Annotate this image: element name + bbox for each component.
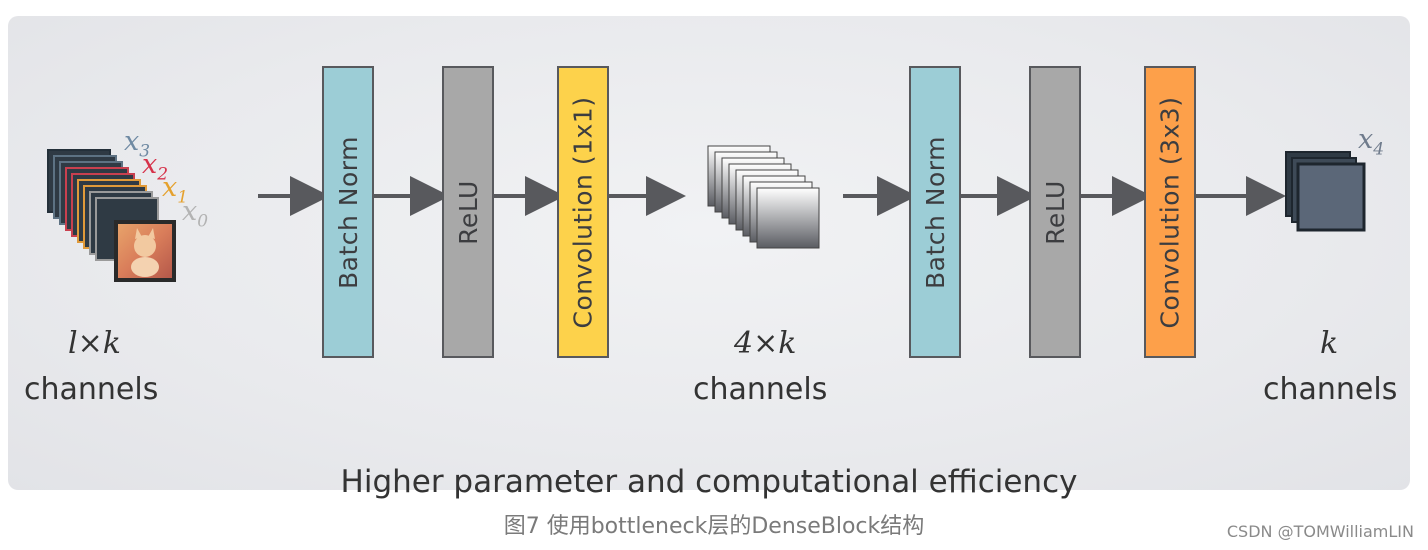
conv-3x3-layer: Convolution (3x3) [1144,66,1196,358]
relu-layer-1: ReLU [442,66,494,358]
input-label-x1: x1 [162,172,189,208]
figure-caption: 图7 使用bottleneck层的DenseBlock结构 [503,514,925,539]
input-label-x2: x2 [142,149,169,185]
output-label-x4: x4 [1358,124,1385,160]
bottleneck-channels-label: channels [693,372,828,407]
input-label-x0: x0 [182,196,209,232]
bottleneck-feature-map-stack-icon [707,145,820,249]
input-feature-map-stack-icon [47,149,176,282]
input-channels-label: channels [24,372,159,407]
cat-thumbnail-icon [114,220,176,282]
conv-1x1-layer: Convolution (1x1) [557,66,609,358]
relu-layer-2: ReLU [1029,66,1081,358]
bottleneck-channels-formula: 4×k [734,326,797,361]
input-label-x3: x3 [124,126,151,162]
batch-norm-layer-1: Batch Norm [322,66,374,358]
batch-norm-layer-2: Batch Norm [909,66,961,358]
csdn-watermark: CSDN @TOMWilliamLIN [1226,522,1414,541]
output-feature-map-stack-icon [1285,151,1366,232]
efficiency-tagline: Higher parameter and computational effic… [340,464,1078,500]
output-channels-formula: k [1320,326,1339,361]
output-channels-label: channels [1263,372,1398,407]
flow-arrows [258,176,1286,216]
input-channels-formula: l×k [68,326,121,361]
densenet-bottleneck-diagram: x3 x2 x1 x0 Batch Norm ReLU Convolution … [8,16,1410,500]
